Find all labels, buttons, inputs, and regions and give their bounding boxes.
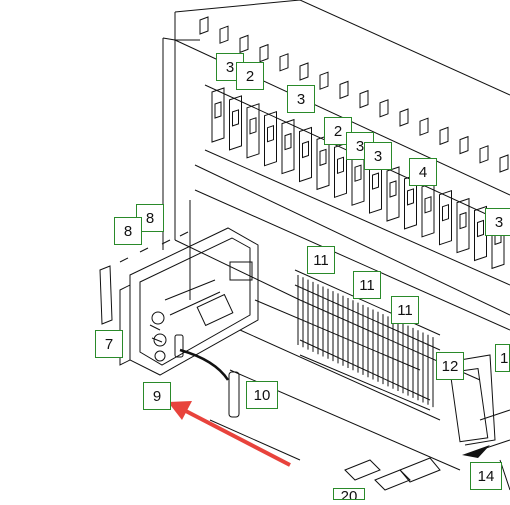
callout-3: 3 <box>287 85 315 113</box>
callout-3: 3 <box>485 208 510 236</box>
rack-slot <box>439 126 449 146</box>
relay <box>421 182 435 238</box>
relay <box>246 103 260 159</box>
callout-4: 4 <box>409 158 437 186</box>
rack-slot <box>259 43 269 63</box>
callout-12: 12 <box>436 352 464 380</box>
rack-slot <box>479 145 489 164</box>
rack-slot <box>239 34 249 54</box>
rack-slot <box>359 89 369 109</box>
relay <box>264 111 277 167</box>
relay <box>211 87 225 143</box>
rack-slot <box>339 80 349 100</box>
relay <box>474 205 487 262</box>
rack-slot <box>399 108 409 127</box>
callout-1: 1 <box>495 344 510 372</box>
callout-14: 14 <box>470 462 502 490</box>
rack-slot <box>199 16 209 35</box>
callout-11: 11 <box>307 246 335 274</box>
callout-7: 7 <box>95 330 123 358</box>
callout-8: 8 <box>114 217 142 245</box>
rack-slot <box>299 62 309 81</box>
rack-slot <box>499 154 509 173</box>
relay <box>456 197 470 254</box>
rack-slot <box>279 53 289 72</box>
callout-11: 11 <box>353 271 381 299</box>
relay <box>386 166 400 222</box>
relay <box>334 142 347 198</box>
rack-slot <box>379 99 389 118</box>
rack-slot <box>319 71 329 90</box>
relay <box>229 95 242 151</box>
relay <box>439 190 452 246</box>
callout-11: 11 <box>391 296 419 324</box>
callout-2: 2 <box>236 62 264 90</box>
callout-20: 20 <box>333 488 365 500</box>
callout-8: 8 <box>136 204 164 232</box>
rack-slot <box>459 135 469 155</box>
rack-slot <box>419 117 429 136</box>
relay <box>299 126 312 183</box>
callout-10: 10 <box>246 381 278 409</box>
relay <box>281 118 295 175</box>
callout-9: 9 <box>143 382 171 410</box>
callout-3: 3 <box>364 142 392 170</box>
rack-slot <box>219 25 229 44</box>
